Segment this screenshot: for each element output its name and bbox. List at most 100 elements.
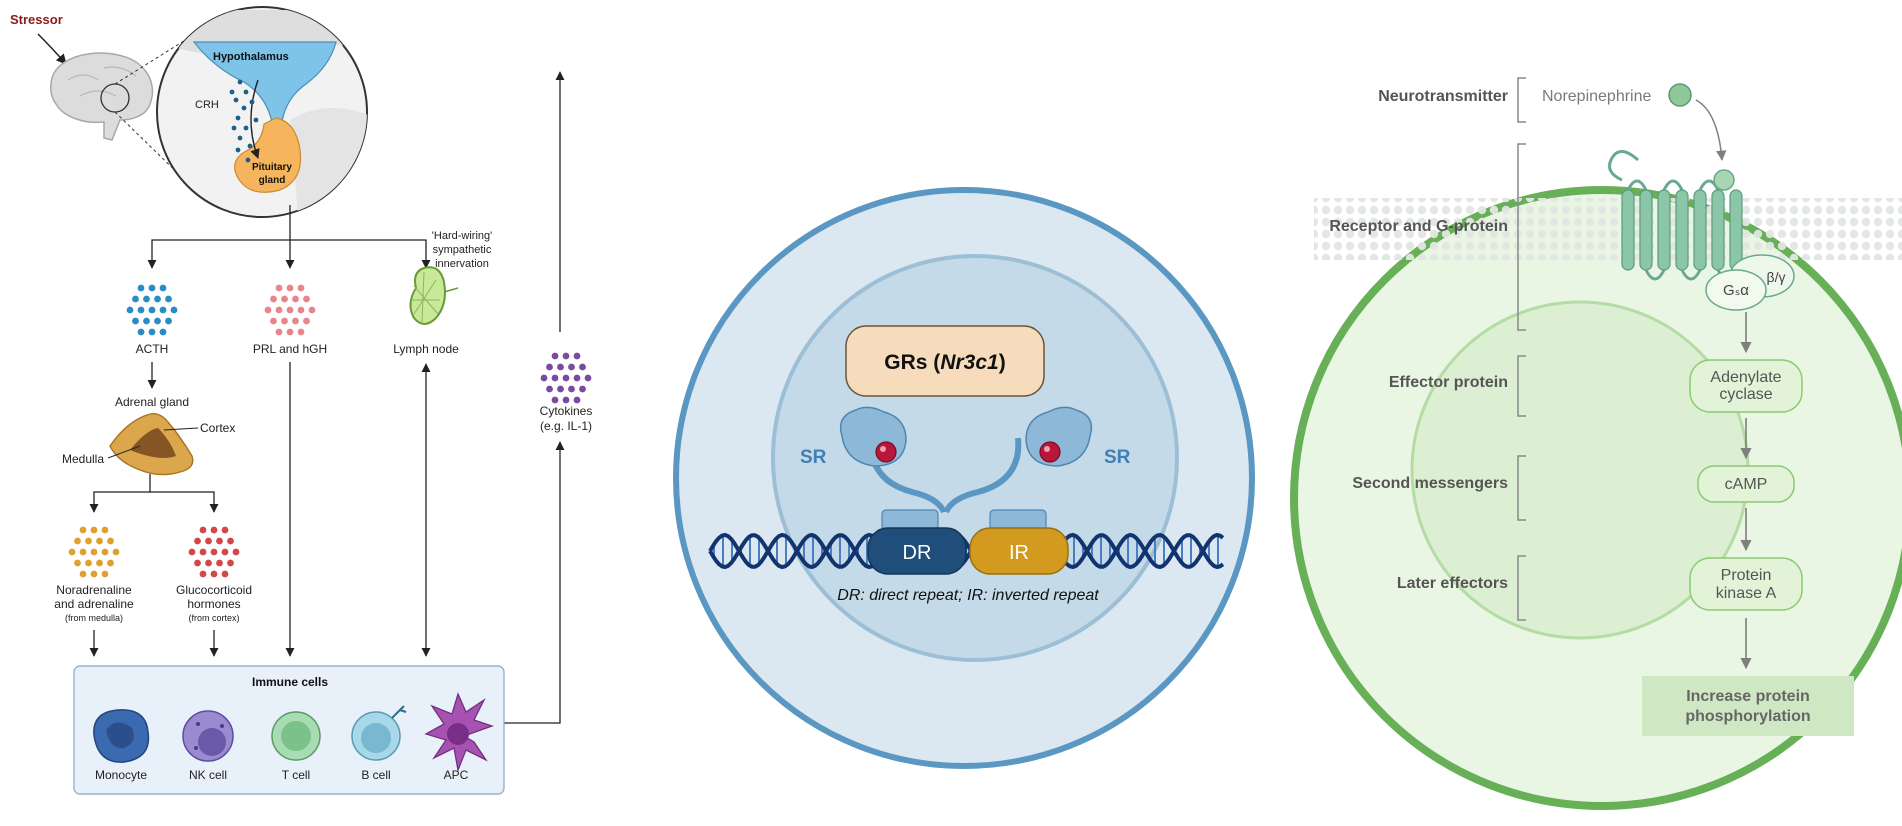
ligand-binding-arrow <box>1695 99 1727 162</box>
molecule-dot <box>303 317 310 325</box>
dbd-right <box>989 509 1047 531</box>
molecule-dot <box>546 363 553 371</box>
noradrenaline-dots <box>68 526 120 578</box>
molecule-dot <box>573 396 581 404</box>
molecule-dot <box>281 317 288 325</box>
transmembrane-helix <box>1711 189 1725 271</box>
crh-dot <box>241 105 247 111</box>
molecule-dot <box>210 526 218 534</box>
steroid-receptor-left <box>839 406 907 467</box>
molecule-dot <box>85 537 92 545</box>
glucocorticoid-dots <box>188 526 240 578</box>
molecule-dot <box>221 570 229 578</box>
molecule-dot <box>79 526 87 534</box>
molecule-dot <box>216 537 223 545</box>
molecule-dot <box>96 537 103 545</box>
molecule-dot <box>551 352 559 360</box>
b-cell-icon <box>351 705 407 761</box>
sr-label-left: SR <box>800 447 827 468</box>
molecule-dot <box>90 526 98 534</box>
norepinephrine-icon <box>1668 83 1692 107</box>
adrenal-to-glucocorticoid-arrow <box>150 491 219 513</box>
crh-dot <box>245 157 251 163</box>
crh-dot <box>253 117 259 123</box>
glucocorticoid-label-1: Glucocorticoid <box>176 583 252 597</box>
molecule-dot <box>270 317 277 325</box>
crh-dot <box>243 89 249 95</box>
cell-label-apc: APC <box>444 768 469 782</box>
acth-dots <box>126 284 178 336</box>
molecule-dot <box>562 352 570 360</box>
molecule-dot <box>568 363 575 371</box>
crh-dot <box>247 143 253 149</box>
level-neurotransmitter: Neurotransmitter <box>1378 88 1508 105</box>
cell-label-nk: NK cell <box>189 768 227 782</box>
crh-dot <box>231 125 237 131</box>
molecule-dot <box>107 559 114 567</box>
molecule-dot <box>579 363 586 371</box>
molecule-dot <box>90 548 98 556</box>
glucocorticoid-label-2: hormones <box>187 597 240 611</box>
glucocorticoid-receptor-panel: GRs (Nr3c1) SR SR DR IR DR: direct repea… <box>673 187 1255 769</box>
molecule-dot <box>165 295 172 303</box>
molecule-dot <box>101 548 109 556</box>
apc-to-cytokine-arrow <box>500 441 565 724</box>
molecule-dot <box>221 526 229 534</box>
noradrenaline-source: (from medulla) <box>65 613 123 623</box>
bracket-later-effectors <box>1517 555 1526 621</box>
level-second-messengers: Second messengers <box>1352 475 1508 492</box>
adrenal-to-noradrenaline-arrow <box>89 474 151 513</box>
molecule-dot <box>551 396 559 404</box>
level-receptor: Receptor and G-protein <box>1329 218 1508 235</box>
bracket-effector <box>1517 355 1526 417</box>
molecule-dot <box>159 284 167 292</box>
helix-loop <box>1626 179 1648 191</box>
molecule-dot <box>232 548 240 556</box>
crh-arrow <box>250 79 260 159</box>
medulla-pointer <box>107 445 141 459</box>
molecule-dot <box>199 548 207 556</box>
helix-loop <box>1662 179 1684 191</box>
molecule-dot <box>297 306 305 314</box>
stressor-arrow <box>37 33 67 65</box>
adrenal-gland-label: Adrenal gland <box>115 395 189 409</box>
zoom-line-bottom <box>114 111 196 191</box>
crh-dot <box>237 135 243 141</box>
dr-box <box>867 527 967 575</box>
glucocorticoid-source: (from cortex) <box>188 613 239 623</box>
crh-dot <box>235 115 241 121</box>
crh-dot <box>237 79 243 85</box>
bracket-second-messengers <box>1517 455 1526 521</box>
sr-label-right: SR <box>1104 447 1131 468</box>
beta-gamma-label: β/γ <box>1767 269 1786 285</box>
transmembrane-helix <box>1729 189 1743 271</box>
prl-dots <box>264 284 316 336</box>
molecule-dot <box>308 306 316 314</box>
hard-wiring-label-3: innervation <box>435 258 489 270</box>
bound-ligand <box>1713 169 1735 191</box>
molecule-dot <box>74 537 81 545</box>
molecule-dot <box>194 559 201 567</box>
norepinephrine-label: Norepinephrine <box>1542 88 1652 105</box>
lymph-branch-arrow <box>290 239 431 269</box>
phosphorylation-box <box>1642 676 1854 736</box>
crh-dot <box>233 97 239 103</box>
brain-icon <box>50 52 154 141</box>
crh-dot <box>229 89 235 95</box>
pka-label-2: kinase A <box>1716 585 1777 602</box>
transmembrane-helix <box>1675 189 1689 271</box>
steroid-receptor-right <box>1025 406 1093 467</box>
hypothalamus-zoom: Hypothalamus CRH Pituitary gland <box>156 6 368 218</box>
adenylate-label-2: cyclase <box>1719 386 1772 403</box>
stressor-label: Stressor <box>10 12 63 27</box>
molecule-dot <box>275 306 283 314</box>
prl-label: PRL and hGH <box>253 342 327 356</box>
gr-label: GRs (Nr3c1) <box>884 351 1005 374</box>
dbd-left <box>881 509 939 531</box>
zoom-line-top <box>114 33 196 85</box>
molecule-dot <box>199 570 207 578</box>
molecule-dot <box>286 306 294 314</box>
molecule-dot <box>107 537 114 545</box>
molecule-dot <box>221 548 229 556</box>
